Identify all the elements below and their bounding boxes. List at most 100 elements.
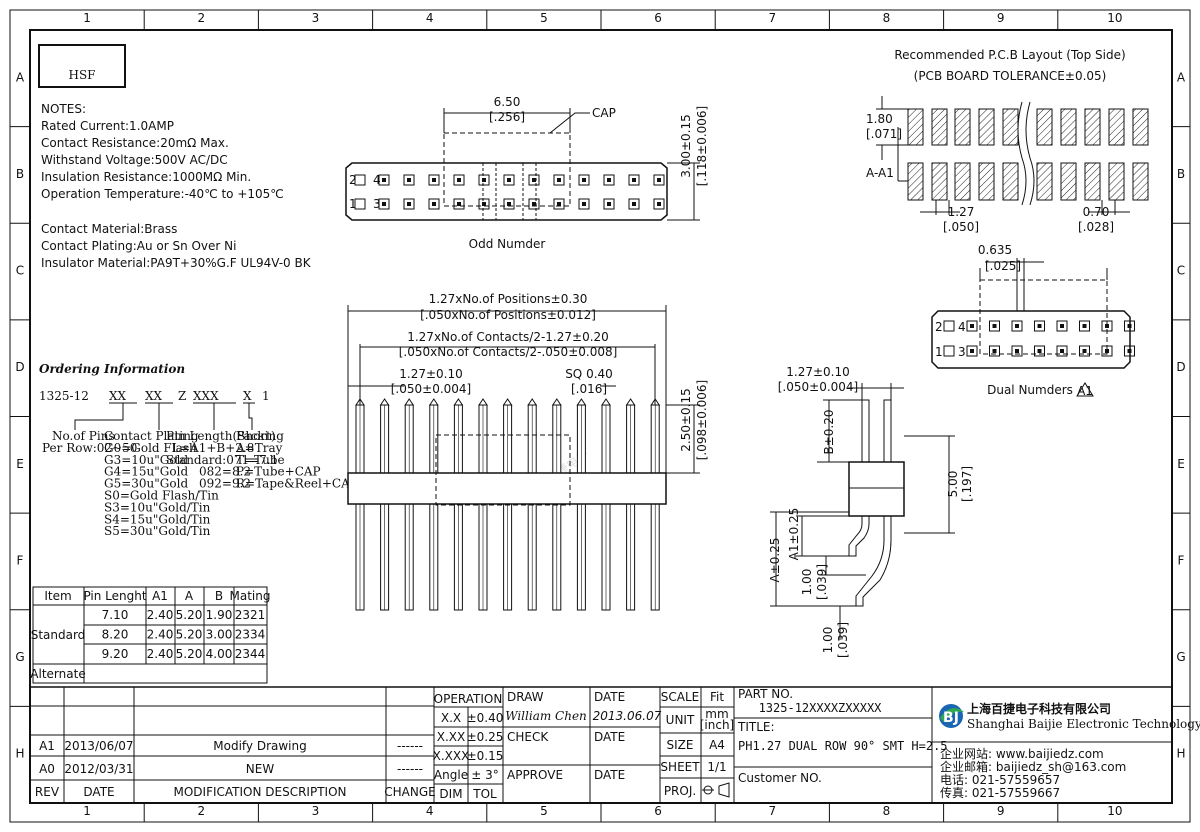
pcb-dim-pitch-inch: [.050] xyxy=(943,220,979,234)
tol-label: TOL xyxy=(472,787,497,801)
table-header: Mating xyxy=(230,589,271,603)
side-dim-e1-inch: [.039] xyxy=(815,564,829,600)
company-logo: BJ xyxy=(939,704,964,728)
table-item-alternate: Alternate xyxy=(30,667,85,681)
odd-pad xyxy=(628,174,640,186)
ordering-line: G5=30u"Gold xyxy=(104,477,188,491)
tolerance-type: X.X xyxy=(441,711,461,725)
front-pin-tip xyxy=(428,398,439,406)
note-line: Operation Temperature:-40℃ to +105℃ xyxy=(41,187,284,201)
zone-col-label: 9 xyxy=(997,804,1005,818)
side-view-labels: 1.27±0.10 [.050±0.004] B±0.20 5.00 [.197… xyxy=(768,365,974,658)
side-dim-height-inch: [.197] xyxy=(960,466,974,502)
scale-value: Fit xyxy=(710,690,724,704)
odd-pad xyxy=(478,174,490,186)
ordering-line: S4=15u"Gold/Tin xyxy=(104,512,211,526)
zone-col-label: 3 xyxy=(312,11,320,25)
tolerance-value: ± 3° xyxy=(471,768,499,782)
dual-row1-pin1: 1 xyxy=(935,345,943,359)
note-line: Insulation Resistance:1000MΩ Min. xyxy=(41,170,251,184)
part-code-plating: XX xyxy=(145,389,163,403)
zone-col-label: 1 xyxy=(83,11,91,25)
odd-pad xyxy=(653,174,665,186)
note-line: Contact Resistance:20mΩ Max. xyxy=(41,136,229,150)
odd-pad-hole xyxy=(632,178,636,182)
pcb-pad xyxy=(907,108,924,146)
rev-id: A1 xyxy=(39,739,55,753)
odd-pad-hole xyxy=(532,178,536,182)
dual-pad xyxy=(1034,345,1045,357)
odd-caption: Odd Numder xyxy=(469,237,546,251)
dual-pad xyxy=(1011,345,1023,357)
rev-header: REV xyxy=(35,785,60,799)
zone-row-label: C xyxy=(1177,264,1185,278)
note-line: Contact Material:Brass xyxy=(41,222,177,236)
dual-pad xyxy=(966,320,978,332)
front-pin-tip xyxy=(404,398,415,406)
odd-pad xyxy=(628,198,640,210)
odd-pad-hole xyxy=(657,178,661,182)
cap-label: CAP xyxy=(592,106,616,120)
side-dim-e2-inch: [.039] xyxy=(836,622,850,658)
part-code-end: 1 xyxy=(262,389,270,403)
note-line: Contact Plating:Au or Sn Over Ni xyxy=(41,239,236,253)
zone-row-label: A xyxy=(1177,70,1186,84)
zone-row-label: H xyxy=(1176,747,1185,761)
dual-pad xyxy=(1056,320,1068,332)
front-pin-tip xyxy=(551,398,562,406)
front-dim-pitch: 1.27±0.10 xyxy=(399,367,463,381)
odd-pad-hole xyxy=(632,202,636,206)
rev-header: CHANGE xyxy=(384,785,435,799)
rev-header: DATE xyxy=(83,785,114,799)
zone-col-label: 8 xyxy=(883,11,891,25)
odd-pad-hole xyxy=(457,178,461,182)
pcb-pad xyxy=(978,162,995,201)
odd-pad-hole xyxy=(482,202,486,206)
scale-label: SCALE xyxy=(661,690,699,704)
odd-pad-hole xyxy=(432,178,436,182)
notes-title: NOTES: xyxy=(41,102,86,116)
rev-header: MODIFICATION DESCRIPTION xyxy=(173,785,346,799)
odd-row1-pin1: 1 xyxy=(349,197,357,211)
dual-pad xyxy=(1056,345,1068,357)
dual-pad xyxy=(989,345,1000,357)
odd-pad xyxy=(578,198,590,210)
table-item-standard: Standard xyxy=(31,628,86,642)
zone-row-label: F xyxy=(1178,553,1185,567)
zone-col-label: 7 xyxy=(768,804,776,818)
front-pin-tip xyxy=(453,398,464,406)
odd-pad-hole xyxy=(582,202,586,206)
ordering-line: S3=10u"Gold/Tin xyxy=(104,500,211,514)
note-line: Rated Current:1.0AMP xyxy=(41,119,174,133)
ordering-line: G0=Gold Flash xyxy=(104,441,197,455)
pcb-pad xyxy=(1036,108,1053,146)
zone-col-label: 8 xyxy=(883,804,891,818)
rev-description: Modify Drawing xyxy=(213,739,306,753)
dual-pad xyxy=(1079,320,1090,332)
part-no-value: 1325-12XXXXZXXXXX xyxy=(759,701,883,715)
pcb-pad xyxy=(1084,108,1101,146)
title-value: PH1.27 DUAL ROW 90° SMT H=2.5 xyxy=(738,739,948,753)
company-name-cn: 上海百捷电子科技有限公司 xyxy=(967,701,1111,716)
odd-pad xyxy=(528,198,540,210)
odd-pad xyxy=(354,198,366,210)
table-cell: 7.10 xyxy=(102,608,129,622)
rev-change: ------ xyxy=(397,762,423,776)
note-line: Insulator Material:PA9T+30%G.F UL94V-0 B… xyxy=(41,256,312,270)
unit-label: UNIT xyxy=(666,713,695,727)
ordering-line: Packing xyxy=(236,429,284,443)
dual-pad-hole xyxy=(1127,324,1132,328)
tolerance-value: ±0.25 xyxy=(467,730,504,744)
ordering-line: Pin Length(Short) xyxy=(166,429,276,443)
rev-date: 2013/06/07 xyxy=(64,739,133,753)
pcb-dim-a-a1: A-A1 xyxy=(866,166,894,180)
odd-row2-pin2: 2 xyxy=(349,173,357,187)
table-cell: 2334 xyxy=(235,628,266,642)
part-code-z: Z xyxy=(178,389,186,403)
pcb-pad xyxy=(1002,162,1019,201)
zone-row-label: B xyxy=(1177,167,1185,181)
tolerance-value: ±0.15 xyxy=(467,749,504,763)
ordering-line: 092=9.2 xyxy=(199,477,251,491)
